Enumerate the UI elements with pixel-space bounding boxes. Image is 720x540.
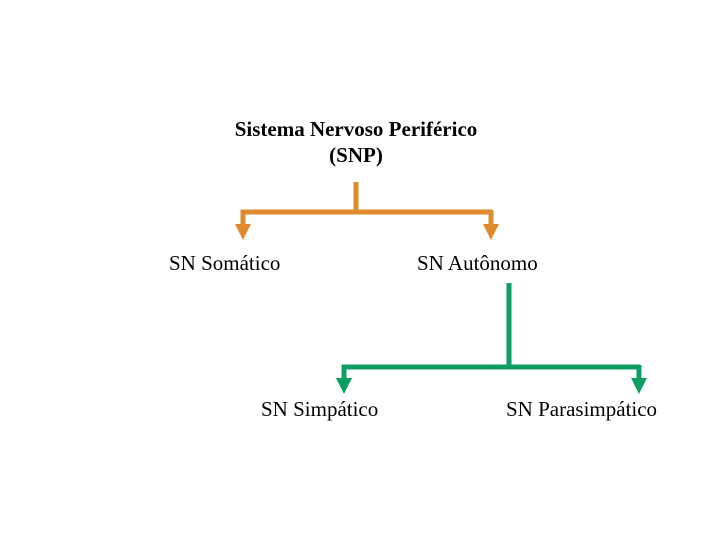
orange-left-arrowhead: [235, 224, 251, 240]
node-snp: Sistema Nervoso Periférico (SNP): [180, 116, 532, 168]
node-sn-simpatico: SN Simpático: [261, 397, 379, 421]
orange-right-arrowhead: [483, 224, 499, 240]
green-right-arrowhead: [631, 378, 647, 394]
orange-connector-group: [235, 182, 499, 240]
node-sn-parasimpatico: SN Parasimpático: [506, 397, 658, 421]
node-snp-line1: Sistema Nervoso Periférico: [234, 117, 478, 141]
node-sn-autonomo: SN Autônomo: [417, 251, 538, 275]
node-sn-somatico: SN Somático: [169, 251, 281, 275]
green-connector-group: [336, 283, 647, 394]
green-left-arrowhead: [336, 378, 352, 394]
node-snp-line2: (SNP): [329, 143, 383, 167]
